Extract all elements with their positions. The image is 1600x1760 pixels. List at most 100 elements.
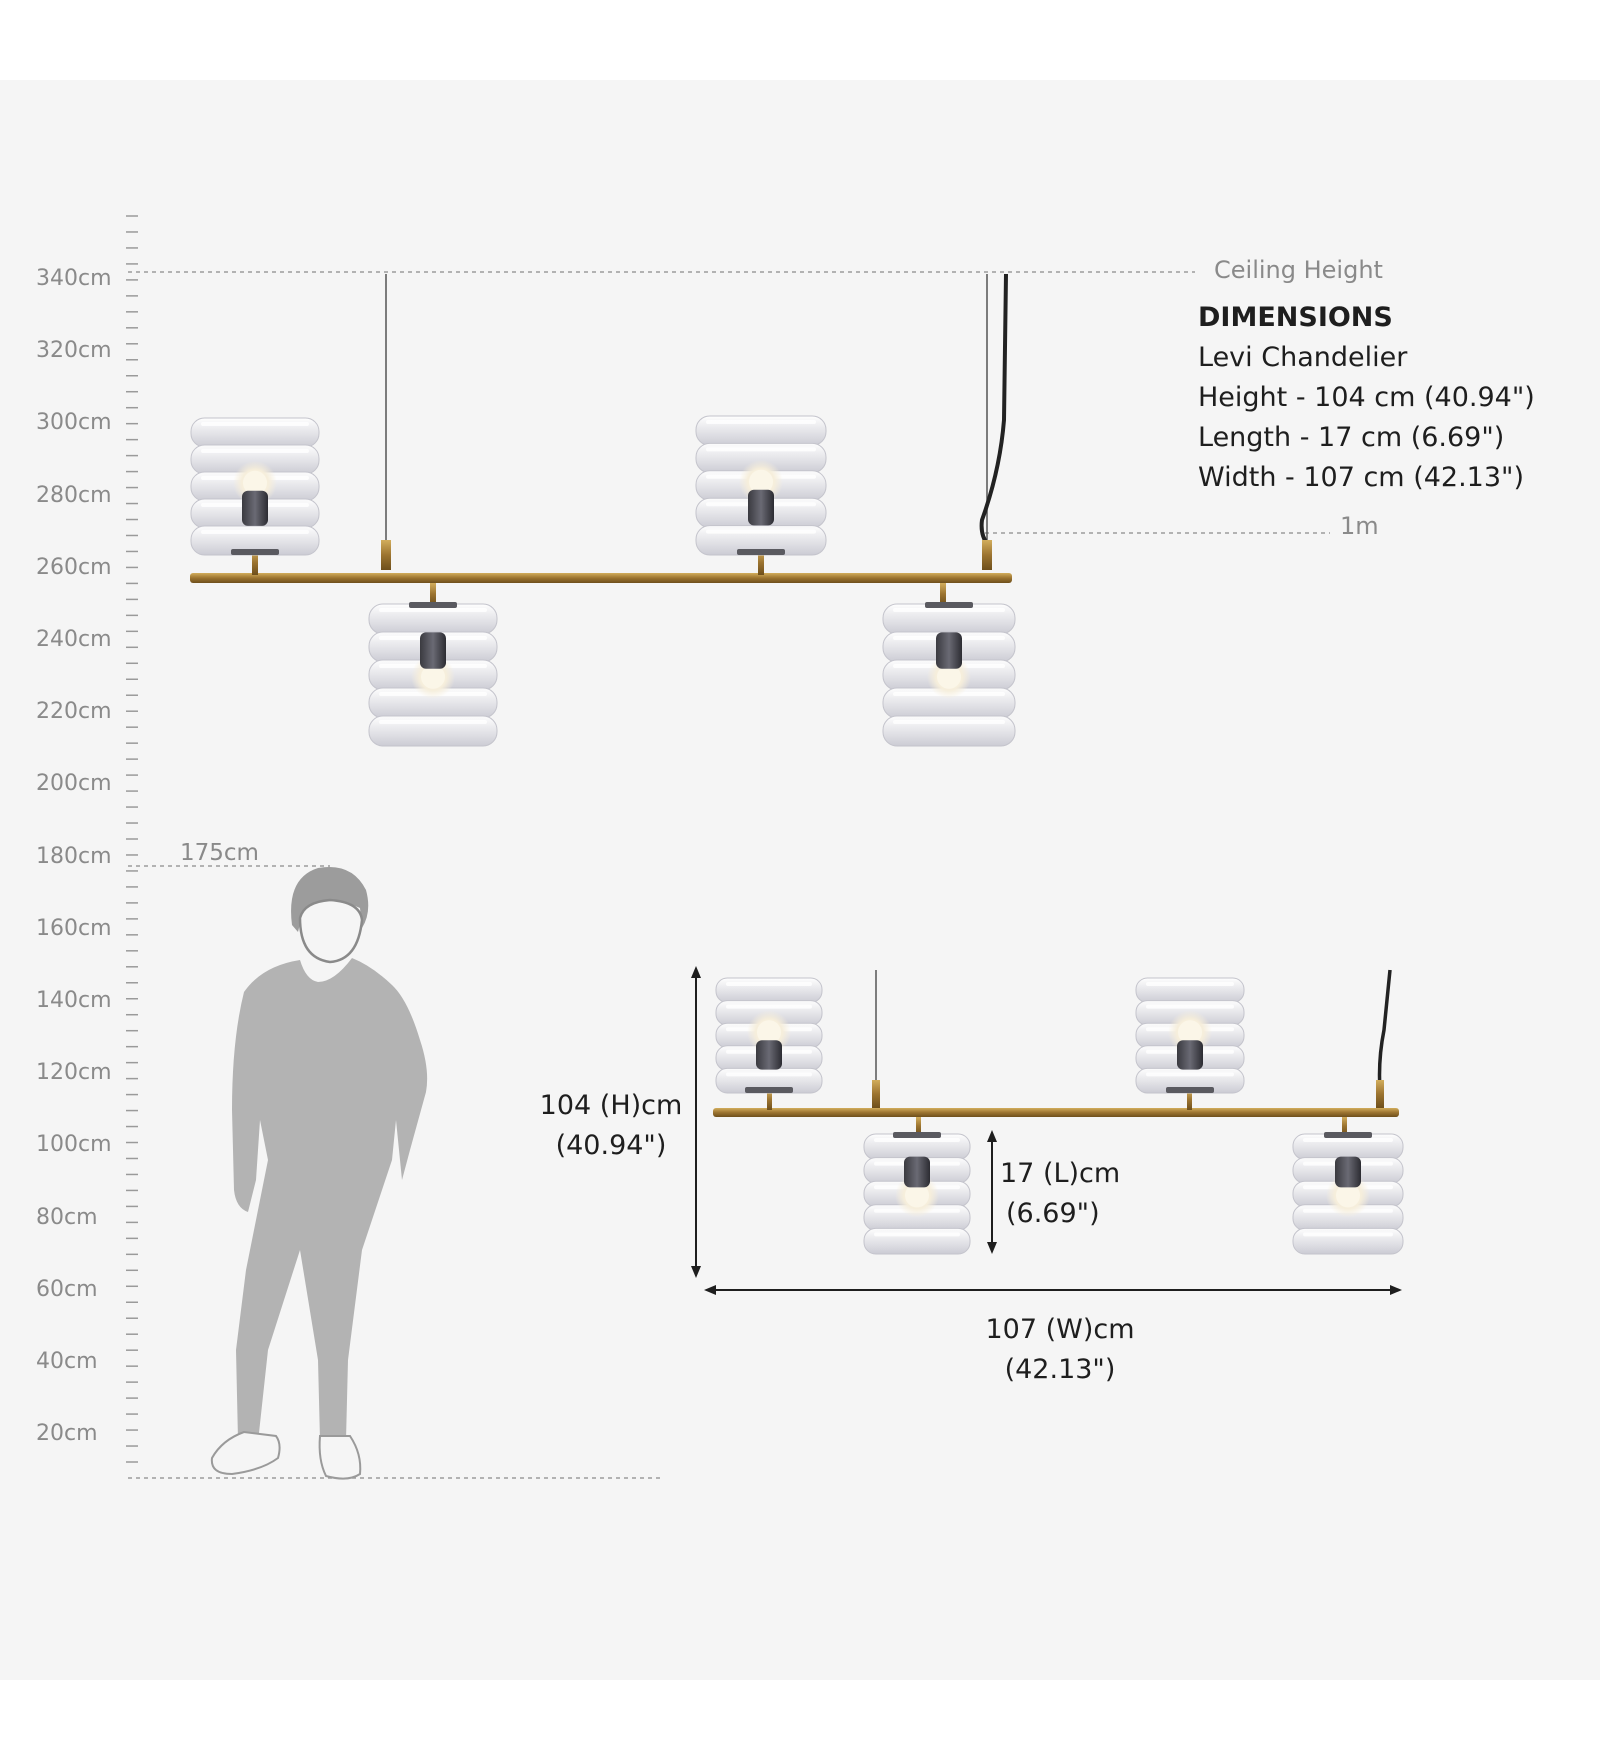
person-shoe-left: [210, 1430, 281, 1476]
scale-label-160cm: 160cm: [36, 915, 112, 941]
height-arrow-head-bottom: [691, 1266, 701, 1278]
small-glass-shade-2: [1135, 977, 1245, 1094]
glass-highlight: [874, 1138, 960, 1142]
glass-highlight: [1146, 982, 1234, 986]
length-spec: Length - 17 cm (6.69"): [1198, 422, 1505, 453]
length-arrow-head-top: [987, 1130, 997, 1142]
scale-label-200cm: 200cm: [36, 771, 112, 797]
bulb-socket: [936, 632, 962, 669]
glass-highlight: [379, 720, 487, 724]
power-cable: [979, 273, 1008, 547]
glass-ring: [1292, 1227, 1404, 1255]
chandelier-large: [190, 273, 1016, 747]
shade-cap: [893, 1132, 941, 1138]
width-measure: 107 (W)cm (42.13"): [960, 1310, 1160, 1390]
small-stem-2: [1187, 1090, 1192, 1110]
person-head: [298, 898, 364, 964]
shade-cap: [737, 549, 785, 555]
stem-3: [430, 583, 436, 605]
scale-label-320cm: 320cm: [36, 338, 112, 364]
shade-cap: [231, 549, 279, 555]
scale-label-280cm: 280cm: [36, 482, 112, 508]
glass-shade-2: [695, 415, 827, 556]
person-shoe-right: [318, 1435, 362, 1480]
width-measure-in: (42.13"): [1004, 1354, 1116, 1385]
scale-label-80cm: 80cm: [36, 1204, 98, 1230]
height-measure: 104 (H)cm (40.94"): [536, 1086, 686, 1166]
small-brass-bar: [713, 1108, 1399, 1117]
height-scale-ticks: [126, 215, 138, 1463]
small-glass-shade-1: [715, 977, 823, 1094]
shade-cap: [1166, 1087, 1214, 1093]
glass-highlight: [201, 530, 309, 534]
length-measure-in: (6.69"): [1006, 1198, 1100, 1229]
bulb: [749, 469, 773, 494]
scale-label-260cm: 260cm: [36, 554, 112, 580]
dimension-arrows: [691, 966, 1402, 1295]
product-name: Levi Chandelier: [1198, 342, 1408, 373]
height-measure-in: (40.94"): [555, 1130, 667, 1161]
scale-label-140cm: 140cm: [36, 988, 112, 1013]
brass-bar: [190, 573, 1012, 583]
scale-label-100cm: 100cm: [36, 1132, 112, 1158]
bulb-socket: [756, 1040, 782, 1070]
length-arrow-head-bottom: [987, 1242, 997, 1254]
glass-ring: [1135, 977, 1245, 1004]
glass-highlight: [874, 1232, 960, 1237]
scale-label-220cm: 220cm: [36, 699, 112, 725]
shade-cap: [1324, 1132, 1372, 1138]
glass-highlight: [201, 449, 309, 453]
shade-cap: [925, 602, 973, 608]
scale-label-20cm: 20cm: [36, 1421, 98, 1447]
glass-highlight: [726, 982, 812, 986]
width-spec: Width - 107 cm (42.13"): [1198, 462, 1524, 493]
length-measure-cm: 17 (L)cm: [1000, 1158, 1121, 1189]
width-measure-cm: 107 (W)cm: [985, 1314, 1135, 1345]
glass-highlight: [1303, 1232, 1393, 1237]
glass-highlight: [726, 1072, 812, 1077]
dimensions-heading: DIMENSIONS: [1198, 302, 1393, 333]
glass-shade-3: [368, 602, 498, 747]
width-arrow-head-left: [704, 1285, 716, 1295]
bulb: [757, 1020, 781, 1045]
glass-highlight: [706, 420, 816, 424]
bulb: [905, 1183, 929, 1208]
glass-highlight: [706, 447, 816, 452]
glass-ring: [863, 1227, 971, 1255]
small-glass-shade-3: [863, 1132, 971, 1255]
small-stem-3: [916, 1117, 921, 1135]
stem-2: [758, 550, 764, 575]
stem-4: [940, 583, 946, 605]
height-arrow-head-top: [691, 966, 701, 978]
shade-cap: [409, 602, 457, 608]
glass-highlight: [726, 1004, 812, 1009]
glass-highlight: [1146, 1004, 1234, 1009]
glass-highlight: [893, 608, 1005, 612]
bulb: [243, 470, 267, 495]
glass-highlight: [379, 608, 487, 612]
wire-clamp-right: [982, 540, 992, 570]
height-spec: Height - 104 cm (40.94"): [1198, 382, 1535, 413]
scale-label-300cm: 300cm: [36, 410, 112, 436]
scale-label-120cm: 120cm: [36, 1060, 112, 1086]
glass-shade-1: [190, 417, 320, 556]
bulb-socket: [420, 632, 446, 669]
bulb-socket: [242, 490, 268, 526]
length-measure: 17 (L)cm (6.69"): [1000, 1154, 1120, 1234]
person-silhouette-icon: [210, 866, 428, 1480]
background-panel: [0, 80, 1600, 1680]
wire-clamp-left: [381, 540, 391, 570]
scale-label-340cm: 340cm: [36, 266, 112, 291]
scale-label-180cm: 180cm: [36, 843, 112, 869]
glass-highlight: [893, 720, 1005, 724]
bulb: [937, 664, 961, 689]
stem-1: [252, 550, 258, 575]
glass-highlight: [201, 422, 309, 426]
person-body: [232, 958, 428, 1442]
chandelier-small: [713, 969, 1404, 1255]
bulb-socket: [1177, 1040, 1203, 1070]
glass-highlight: [1303, 1138, 1393, 1142]
drop-label: 1m: [1340, 512, 1379, 540]
bulb: [1336, 1183, 1360, 1208]
width-arrow-head-right: [1390, 1285, 1402, 1295]
